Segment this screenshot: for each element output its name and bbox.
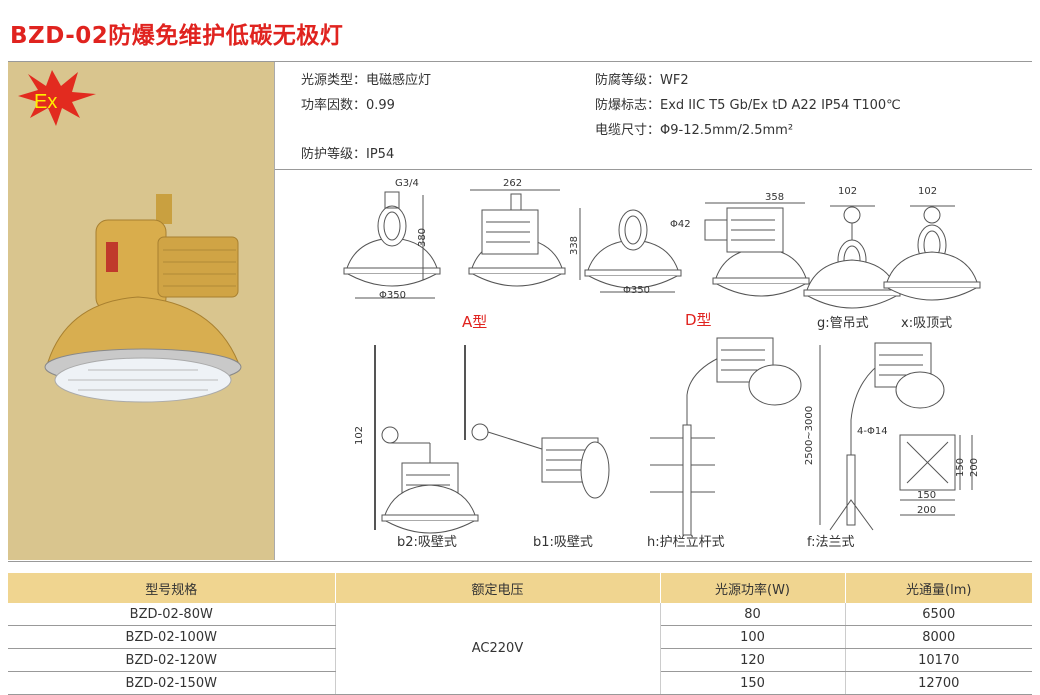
- technical-drawing: [343, 189, 981, 536]
- label-wall-b2: b2:吸壁式: [397, 535, 457, 550]
- dim-338: 338: [569, 235, 581, 256]
- label-flange: f:法兰式: [807, 535, 855, 550]
- dim-g34: G3/4: [395, 178, 419, 189]
- label-pipe-hanging: g:管吊式: [817, 316, 869, 331]
- spec-table: 型号规格 额定电压 光源功率(W) 光通量(lm) BZD-02-80W AC2…: [8, 573, 1032, 695]
- ex-badge: Ex: [34, 91, 57, 113]
- table-row: BZD-02-150W 150 12700: [8, 671, 1032, 695]
- dim-262: 262: [503, 178, 523, 189]
- cell-model: BZD-02-150W: [8, 671, 336, 695]
- cell-voltage: AC220V: [335, 603, 661, 695]
- product-photo-panel: Ex: [8, 62, 275, 560]
- product-frame: [8, 61, 1032, 562]
- cell-flux: 10170: [845, 648, 1032, 672]
- spec-light-source: 光源类型：电磁感应灯: [301, 73, 432, 88]
- ex-starburst-icon: [18, 70, 96, 126]
- dim-h150: 150: [917, 490, 937, 501]
- installation-drawings: A型 D型 g:管吊式 x:吸顶式 b2:吸壁式 b1:吸壁式 h:护栏立杆式 …: [275, 170, 1032, 560]
- table-header-row: 型号规格 额定电压 光源功率(W) 光通量(lm): [8, 573, 1032, 603]
- header-voltage: 额定电压: [335, 573, 661, 603]
- label-type-a: A型: [462, 313, 488, 331]
- cell-flux: 12700: [845, 671, 1032, 695]
- spec-explosion-mark: 防爆标志：Exd IIC T5 Gb/Ex tD A22 IP54 T100℃: [595, 98, 901, 113]
- label-ceiling: x:吸顶式: [901, 316, 953, 331]
- label-pole: h:护栏立杆式: [647, 535, 725, 550]
- dim-350a: Φ350: [379, 290, 406, 301]
- table-row: BZD-02-100W 100 8000: [8, 625, 1032, 649]
- spec-protection: 防护等级：IP54: [301, 147, 395, 162]
- dim-380: 380: [417, 227, 429, 248]
- header-flux: 光通量(lm): [845, 573, 1032, 603]
- table-row: BZD-02-120W 120 10170: [8, 648, 1032, 672]
- header-power: 光源功率(W): [660, 573, 846, 603]
- cell-power: 100: [660, 625, 846, 649]
- cell-model: BZD-02-100W: [8, 625, 336, 649]
- cell-flux: 8000: [845, 625, 1032, 649]
- cell-power: 80: [660, 603, 846, 626]
- cell-model: BZD-02-80W: [8, 603, 336, 626]
- cell-power: 150: [660, 671, 846, 695]
- cell-flux: 6500: [845, 603, 1032, 626]
- dim-v200: 200: [969, 457, 981, 478]
- spec-cable-size: 电缆尺寸：Φ9-12.5mm/2.5mm²: [595, 123, 794, 138]
- dim-holes: 4-Φ14: [857, 426, 888, 437]
- header-model: 型号规格: [8, 573, 336, 603]
- dim-g102: 102: [838, 186, 858, 197]
- dim-v150: 150: [955, 457, 967, 478]
- cell-model: BZD-02-120W: [8, 648, 336, 672]
- dim-350d: Φ350: [623, 285, 650, 296]
- dim-pole-height: 2500~3000: [804, 405, 816, 466]
- dim-b102: 102: [354, 425, 366, 446]
- spec-anticorrosion: 防腐等级：WF2: [595, 73, 689, 88]
- spec-power-factor: 功率因数：0.99: [301, 98, 395, 113]
- dim-358: 358: [765, 192, 785, 203]
- dim-h200: 200: [917, 505, 937, 516]
- label-wall-b1: b1:吸壁式: [533, 535, 593, 550]
- cell-power: 120: [660, 648, 846, 672]
- table-row: BZD-02-80W AC220V 80 6500: [8, 603, 1032, 695]
- dim-x102: 102: [918, 186, 938, 197]
- page-title: BZD-02防爆免维护低碳无极灯: [10, 23, 344, 49]
- product-photo: Ex: [18, 70, 242, 403]
- spec-panel: 光源类型：电磁感应灯 功率因数：0.99 防护等级：IP54 防腐等级：WF2 …: [275, 62, 1032, 170]
- dim-42: Φ42: [670, 219, 691, 230]
- label-type-d: D型: [685, 311, 712, 329]
